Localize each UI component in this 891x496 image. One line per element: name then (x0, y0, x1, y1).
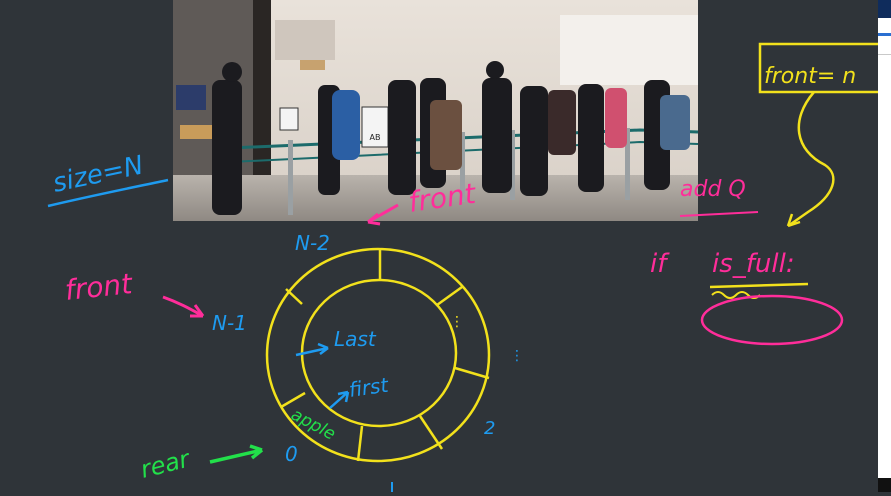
size-underline (47, 178, 169, 208)
n-minus-2-label: N-2 (295, 231, 330, 255)
photo-sign-text: AB (370, 133, 381, 142)
size-label: size=N (50, 150, 146, 198)
if-label: if (650, 249, 670, 279)
front-box-arrow (786, 91, 835, 228)
last-label: Last (334, 327, 377, 351)
queue-photo: AB (173, 0, 699, 221)
front-left-arrow (162, 295, 205, 318)
first-label: first (347, 373, 391, 402)
last-arrow (295, 342, 329, 357)
window-bottom-bar (878, 478, 891, 492)
window-divider (878, 54, 891, 55)
adjacent-window-edge (878, 0, 891, 492)
rear-label: rear (138, 444, 195, 484)
outside-dots: ⋮ (510, 348, 524, 364)
n-minus-1-label: N-1 (212, 311, 247, 335)
ring-dots: ⋮ (450, 314, 464, 330)
is-full-underline (709, 282, 809, 289)
add-q-label: add Q (680, 177, 746, 202)
rear-arrow (209, 444, 264, 464)
window-titlebar (878, 0, 891, 18)
index-zero-label: 0 (285, 442, 298, 466)
add-q-underline (679, 211, 759, 217)
window-accent-line (878, 33, 891, 36)
front-label-left: front (63, 267, 134, 307)
front-box-label: front= n (764, 64, 856, 89)
index-two-label: 2 (484, 418, 495, 439)
front-top-arrow (367, 203, 399, 226)
first-arrow (329, 390, 350, 409)
is-full-label: is_full: (712, 249, 795, 279)
empty-oval (700, 294, 844, 346)
